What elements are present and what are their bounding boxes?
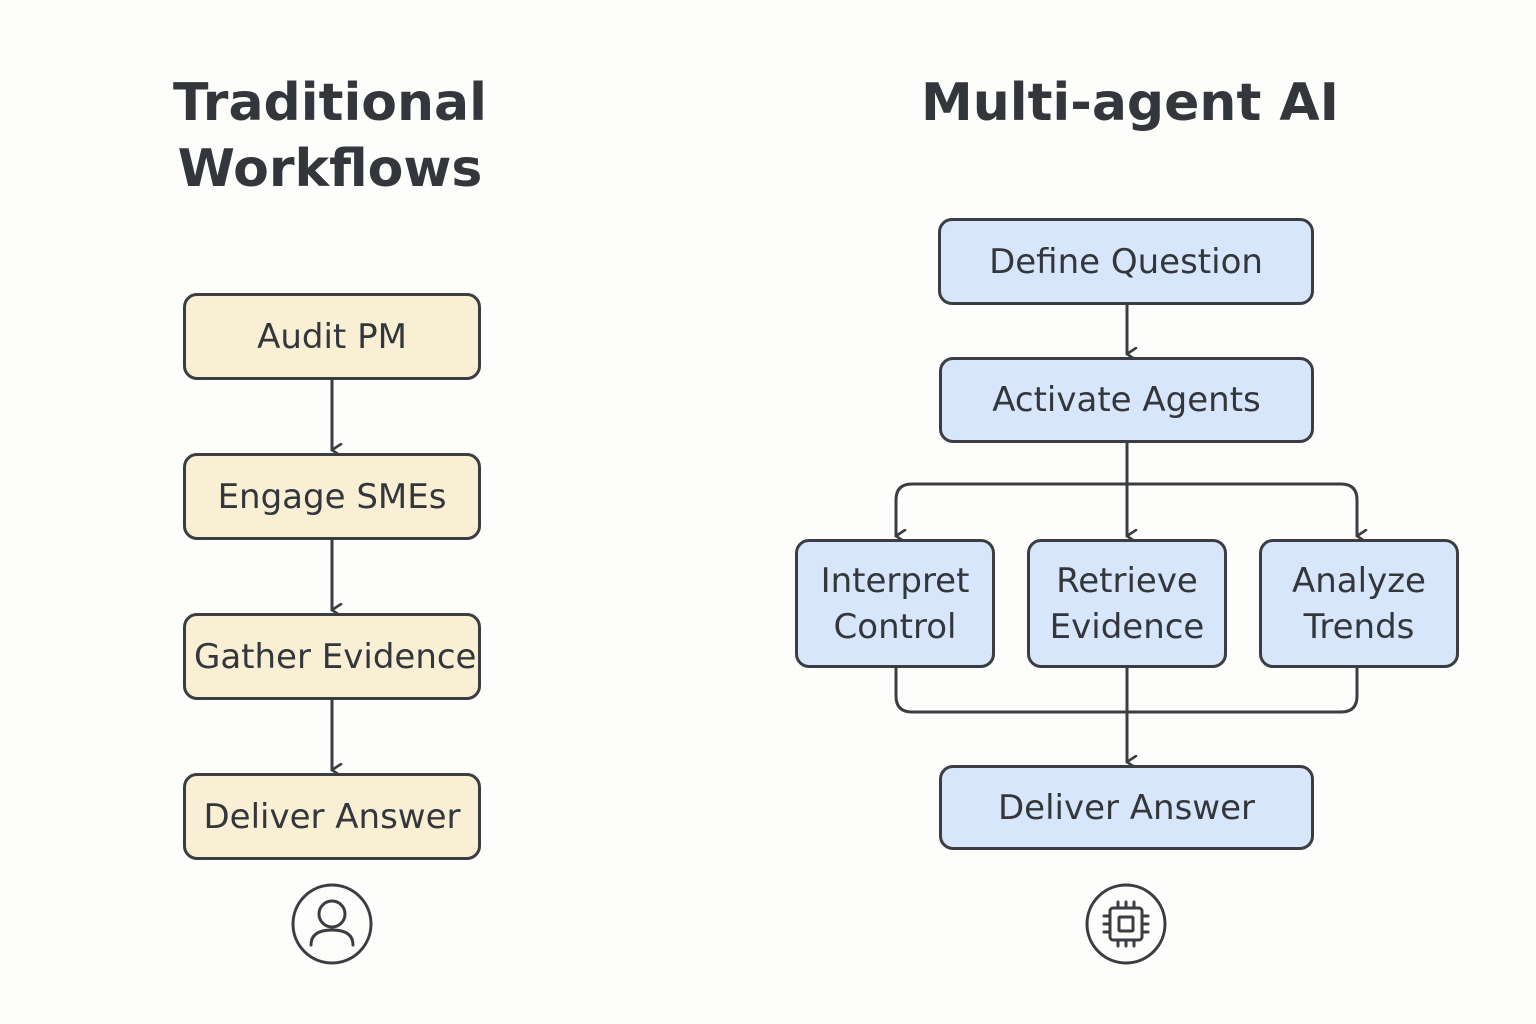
agent-retrieve-evidence: Retrieve Evidence <box>1027 539 1227 668</box>
step-activate-agents: Activate Agents <box>939 357 1314 443</box>
step-define-question: Define Question <box>938 218 1314 305</box>
agent-label: Analyze Trends <box>1292 560 1426 647</box>
merge-from-interpret <box>894 666 1129 714</box>
step-label: Define Question <box>989 241 1263 282</box>
arrow-split-to-interpret <box>894 482 1129 536</box>
step-label: Deliver Answer <box>997 787 1256 828</box>
agent-label: Retrieve Evidence <box>1049 560 1205 647</box>
arrow-split-to-analyze <box>1125 482 1357 536</box>
agent-interpret-control: Interpret Control <box>795 539 995 668</box>
step-label: Engage SMEs <box>217 476 447 517</box>
agent-analyze-trends: Analyze Trends <box>1259 539 1459 668</box>
step-label: Activate Agents <box>992 380 1261 420</box>
agent-label: Interpret Control <box>820 560 970 647</box>
step-deliver-answer-ai: Deliver Answer <box>939 765 1314 850</box>
step-audit-pm: Audit PM <box>183 293 481 380</box>
multi-agent-title: Multi-agent AI <box>920 73 1339 133</box>
chip-icon <box>1085 883 1167 965</box>
traditional-title: Traditional Workflows <box>173 73 487 199</box>
merge-from-analyze <box>1125 666 1359 714</box>
person-icon <box>291 883 373 965</box>
step-gather-evidence: Gather Evidence <box>183 613 481 700</box>
step-label: Gather Evidence <box>194 636 477 677</box>
step-deliver-answer-traditional: Deliver Answer <box>183 773 481 860</box>
step-label: Audit PM <box>257 316 407 357</box>
step-engage-smes: Engage SMEs <box>183 453 481 540</box>
step-label: Deliver Answer <box>203 796 461 837</box>
